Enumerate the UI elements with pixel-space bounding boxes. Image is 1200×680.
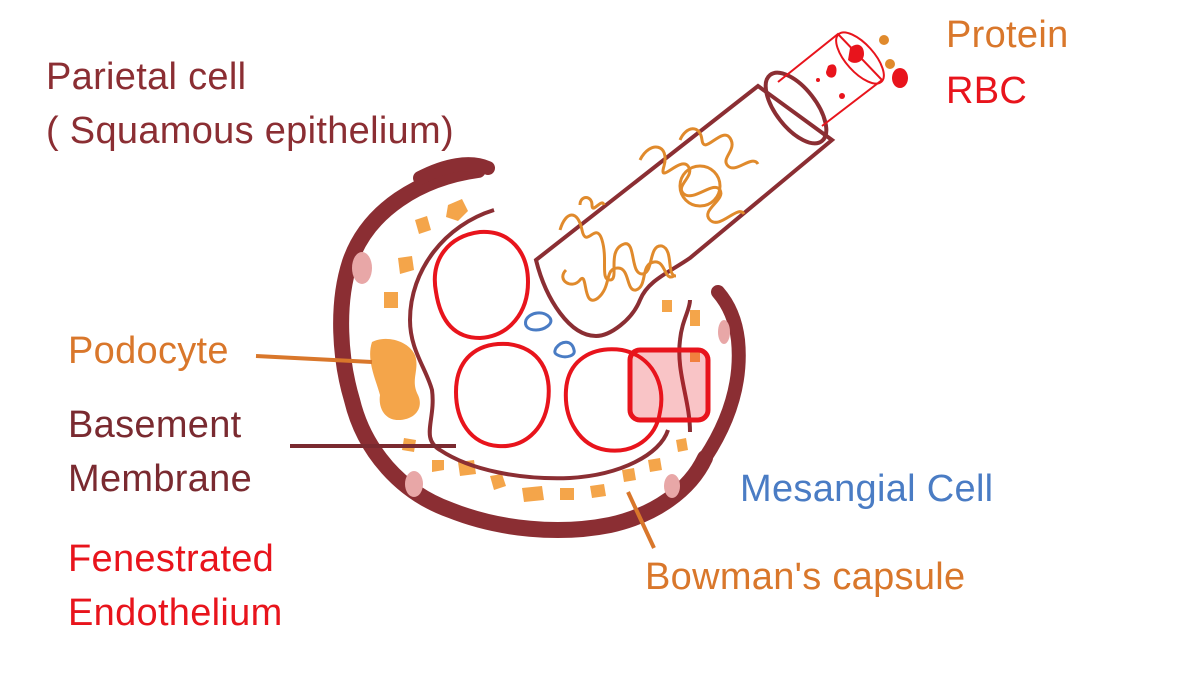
rbc-dot — [826, 64, 837, 78]
bowman-leader-line — [626, 491, 656, 549]
capillary-loop — [563, 347, 664, 453]
capillary-loops — [432, 229, 664, 453]
capillary-loop — [432, 229, 531, 341]
rbc-dot — [848, 44, 864, 63]
bowmans-capsule-label: Bowman's capsule — [645, 556, 966, 598]
podocyte-fragments — [370, 199, 700, 502]
parietal-nucleus — [352, 252, 372, 284]
parietal-cell-label: Parietal cell ( Squamous epithelium) — [46, 50, 454, 158]
rbc-dot — [892, 68, 908, 88]
protein-dot — [885, 59, 895, 69]
podocyte-leader-line — [255, 354, 373, 364]
parietal-cell-label-line2: ( Squamous epithelium) — [46, 110, 454, 152]
rbc-dot — [839, 93, 845, 99]
tubule-cells — [558, 127, 760, 302]
rbc-label: RBC — [946, 70, 1028, 112]
parietal-nucleus — [664, 474, 680, 498]
parietal-cell-label-line1: Parietal cell — [46, 56, 247, 98]
protein-label: Protein — [946, 14, 1069, 56]
parietal-layer — [333, 157, 746, 538]
fenestrated-highlight-box — [627, 347, 711, 423]
basement-membrane-label-line1: Basement — [68, 404, 242, 446]
mesangial-cell — [524, 311, 553, 332]
capillary-loop — [453, 341, 551, 449]
parietal-nucleus — [405, 471, 423, 497]
basement-membrane — [407, 208, 670, 481]
mesangial-cell — [553, 340, 576, 359]
basement-membrane-label: Basement Membrane — [68, 398, 252, 506]
basement-membrane-label-line2: Membrane — [68, 458, 253, 500]
fenestrated-endothelium-label-line1: Fenestrated — [68, 538, 275, 580]
podocyte-cell — [370, 338, 420, 420]
rbc-dot — [816, 78, 820, 82]
basement-membrane — [677, 299, 692, 433]
podocyte-label: Podocyte — [68, 330, 229, 372]
protein-rbc-particles — [816, 35, 908, 99]
parietal-nucleus — [718, 320, 730, 344]
fenestrated-endothelium-label-line2: Endothelium — [68, 592, 283, 634]
mesangial-cell-label: Mesangial Cell — [740, 468, 994, 510]
fenestrated-endothelium-label: Fenestrated Endothelium — [68, 532, 283, 640]
protein-dot — [879, 35, 889, 45]
